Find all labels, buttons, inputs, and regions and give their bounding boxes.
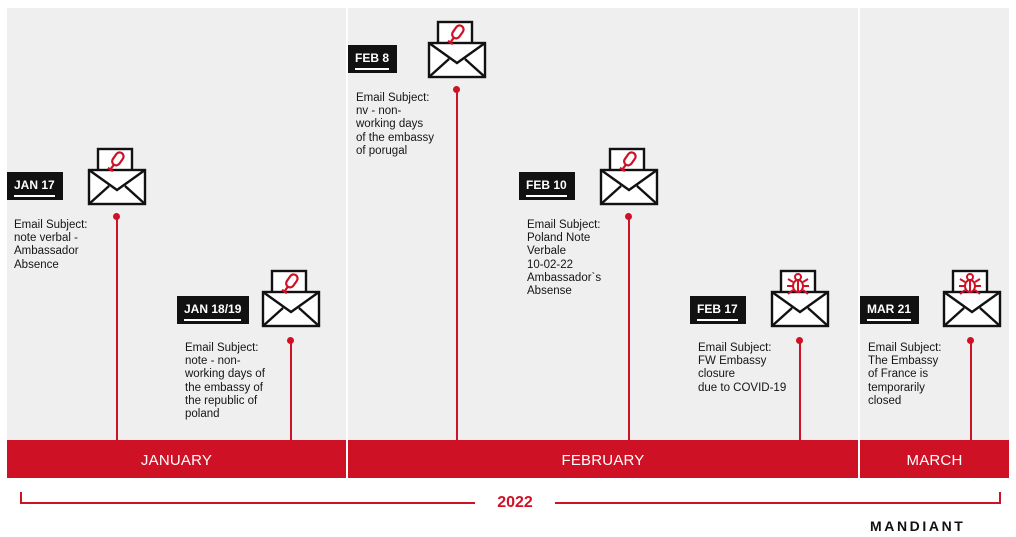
date-tag-mar-21: MAR 21 <box>860 296 920 324</box>
date-underline <box>526 195 567 197</box>
event-stem <box>116 217 118 440</box>
event-stem <box>799 341 801 440</box>
date-underline <box>697 319 738 321</box>
event-stem <box>628 217 630 440</box>
month-bar-february: FEBRUARY <box>348 440 858 478</box>
email-subject: Email Subject: note verbal - Ambassador … <box>14 219 88 271</box>
date-label: JAN 17 <box>14 178 55 192</box>
envelope-microphone-icon <box>599 147 659 206</box>
event-dot <box>287 337 294 344</box>
date-tag-jan-17: JAN 17 <box>7 172 63 200</box>
date-tag-feb-8: FEB 8 <box>348 45 398 73</box>
month-bar-march: MARCH <box>860 440 1009 478</box>
date-tag-jan-18-19: JAN 18/19 <box>177 296 250 324</box>
january-panel <box>7 8 346 440</box>
year-bracket-line <box>555 502 1001 504</box>
date-label: JAN 18/19 <box>184 302 242 316</box>
email-subject: Email Subject: The Embassy of France is … <box>868 342 942 407</box>
email-subject: Email Subject: note - non- working days … <box>185 342 265 421</box>
month-label: MARCH <box>906 452 963 469</box>
date-underline <box>14 195 55 197</box>
envelope-microphone-icon <box>427 20 487 79</box>
event-dot <box>625 213 632 220</box>
envelope-microphone-icon <box>261 269 321 328</box>
year-label: 2022 <box>497 494 533 511</box>
month-label: JANUARY <box>140 452 213 469</box>
date-tag-feb-10: FEB 10 <box>519 172 575 200</box>
envelope-bug-icon <box>942 269 1002 328</box>
event-stem <box>456 90 458 440</box>
date-label: MAR 21 <box>867 302 912 316</box>
email-subject: Email Subject: FW Embassy closure due to… <box>698 342 787 394</box>
year-bracket-line <box>20 502 475 504</box>
date-label: FEB 17 <box>697 302 738 316</box>
february-panel <box>348 8 858 440</box>
date-underline <box>184 319 242 321</box>
brand-logo: MANDIANT <box>870 518 966 534</box>
event-stem <box>290 341 292 440</box>
year-bracket-right-tick <box>999 492 1001 503</box>
event-stem <box>970 341 972 440</box>
month-label: FEBRUARY <box>561 452 645 469</box>
envelope-microphone-icon <box>87 147 147 206</box>
event-dot <box>967 337 974 344</box>
date-label: FEB 10 <box>526 178 567 192</box>
event-dot <box>453 86 460 93</box>
march-panel <box>860 8 1009 440</box>
month-bar-january: JANUARY <box>7 440 346 478</box>
date-tag-feb-17: FEB 17 <box>690 296 746 324</box>
event-dot <box>796 337 803 344</box>
email-subject: Email Subject: Poland Note Verbale 10-02… <box>527 219 602 298</box>
email-subject: Email Subject: nv - non- working days of… <box>356 92 434 157</box>
date-underline <box>355 68 390 70</box>
event-dot <box>113 213 120 220</box>
year-bracket-left-tick <box>20 492 22 503</box>
date-label: FEB 8 <box>355 51 390 65</box>
envelope-bug-icon <box>770 269 830 328</box>
date-underline <box>867 319 912 321</box>
